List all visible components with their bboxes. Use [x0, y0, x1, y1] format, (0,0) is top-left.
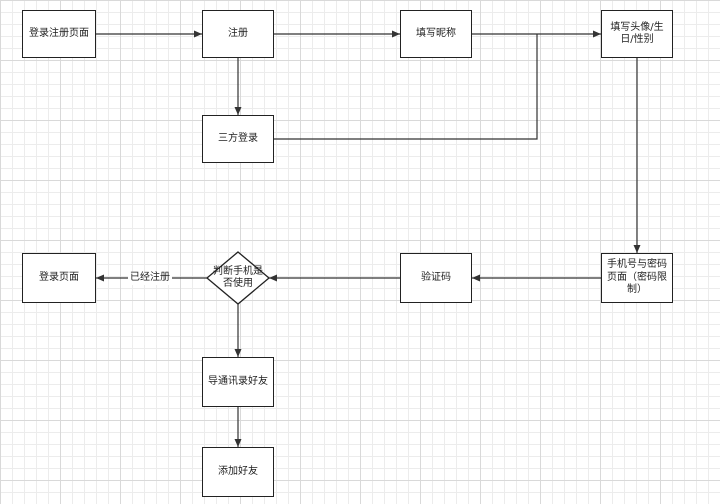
node-label: 判断手机是 否使用 — [213, 265, 263, 290]
edge-label-text: 已经注册 — [130, 272, 170, 284]
node-login-register-page: 登录注册页面 — [22, 10, 96, 58]
node-label: 登录页面 — [39, 271, 79, 283]
node-label: 填写昵称 — [416, 27, 456, 39]
node-label: 登录注册页面 — [29, 27, 89, 39]
node-add-friends: 添加好友 — [202, 447, 274, 497]
node-label: 填写头像/生 日/性别 — [610, 21, 664, 46]
node-label: 导通讯录好友 — [208, 375, 268, 387]
node-login-page: 登录页面 — [22, 253, 96, 303]
edge-third-party-login-to-avatar — [274, 34, 538, 140]
node-label: 三方登录 — [218, 132, 258, 144]
node-register: 注册 — [202, 10, 274, 58]
node-fill-avatar-birthday-gender: 填写头像/生 日/性别 — [601, 10, 673, 58]
node-third-party-login: 三方登录 — [202, 115, 274, 163]
node-label: 添加好友 — [218, 465, 258, 477]
node-label: 验证码 — [421, 271, 451, 283]
node-verification-code: 验证码 — [400, 253, 472, 303]
node-import-contacts-friends: 导通讯录好友 — [202, 357, 274, 407]
edge-label-already-registered: 已经注册 — [128, 272, 172, 285]
node-fill-nickname: 填写昵称 — [400, 10, 472, 58]
node-phone-password-page: 手机号与密码 页面（密码限 制） — [601, 253, 673, 303]
decision-diamond-shape — [205, 251, 271, 305]
node-label: 注册 — [228, 27, 248, 39]
node-label: 手机号与密码 页面（密码限 制） — [607, 259, 667, 296]
node-check-phone-used: 判断手机是 否使用 — [207, 252, 269, 304]
